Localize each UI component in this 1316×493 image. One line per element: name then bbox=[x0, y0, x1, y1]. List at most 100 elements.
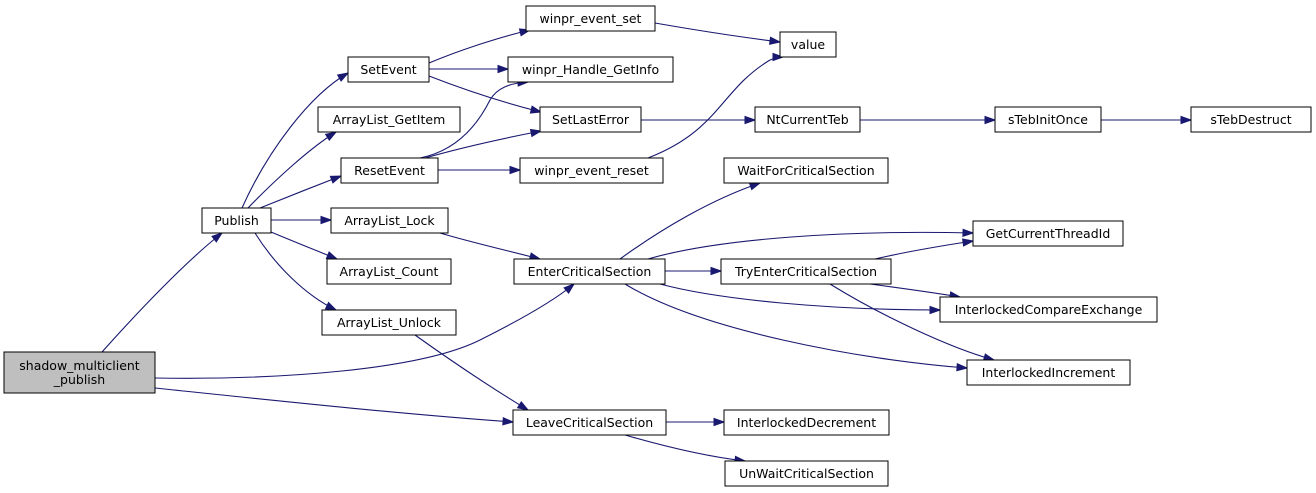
node-box[interactable] bbox=[994, 106, 1102, 133]
node-sTebDestruct[interactable]: sTebDestruct bbox=[1190, 106, 1312, 133]
node-EnterCriticalSection[interactable]: EnterCriticalSection bbox=[513, 258, 666, 285]
arrowhead-icon bbox=[336, 72, 350, 82]
edge-SetEvent-to-winpr_Handle_GetInfo bbox=[429, 64, 510, 74]
node-label: winpr_event_reset bbox=[534, 163, 649, 178]
node-box[interactable] bbox=[340, 157, 439, 184]
edge-Publish-to-ResetEvent bbox=[259, 175, 343, 209]
arrowhead-icon bbox=[1180, 115, 1193, 125]
arrowhead-icon bbox=[516, 400, 530, 411]
edge-line bbox=[624, 434, 746, 462]
node-box[interactable] bbox=[723, 157, 889, 184]
edge-line bbox=[424, 130, 542, 159]
node-box[interactable] bbox=[720, 258, 892, 285]
node-shadow_multiclient_publish[interactable]: shadow_multiclient_publish bbox=[3, 351, 156, 394]
node-ArrayList_GetItem[interactable]: ArrayList_GetItem bbox=[317, 106, 461, 133]
edge-line bbox=[659, 283, 941, 311]
node-box[interactable] bbox=[966, 359, 1131, 386]
node-InterlockedDecrement[interactable]: InterlockedDecrement bbox=[723, 409, 890, 436]
arrowhead-icon bbox=[509, 165, 522, 175]
node-box[interactable] bbox=[512, 409, 667, 436]
node-TryEnterCriticalSection[interactable]: TryEnterCriticalSection bbox=[720, 258, 892, 285]
node-ArrayList_Count[interactable]: ArrayList_Count bbox=[326, 258, 452, 285]
node-box[interactable] bbox=[539, 106, 642, 133]
edge-SetLastError-to-NtCurrentTeb bbox=[641, 115, 757, 125]
arrowhead-icon bbox=[211, 232, 224, 243]
arrowhead-icon bbox=[320, 215, 333, 225]
node-ArrayList_Unlock[interactable]: ArrayList_Unlock bbox=[321, 309, 457, 336]
node-label: _publish bbox=[53, 372, 105, 387]
edge-SetEvent-to-SetLastError bbox=[428, 75, 543, 114]
edge-line bbox=[154, 387, 514, 423]
arrowhead-icon bbox=[563, 283, 576, 294]
node-winpr_event_set[interactable]: winpr_event_set bbox=[525, 5, 656, 32]
node-box[interactable] bbox=[754, 106, 861, 133]
arrowhead-icon bbox=[329, 175, 343, 184]
node-box[interactable] bbox=[3, 351, 156, 394]
node-LeaveCriticalSection[interactable]: LeaveCriticalSection bbox=[512, 409, 667, 436]
node-SetLastError[interactable]: SetLastError bbox=[539, 106, 642, 133]
arrowhead-icon bbox=[710, 266, 723, 276]
node-label: LeaveCriticalSection bbox=[526, 415, 653, 430]
node-label: ArrayList_Count bbox=[340, 264, 439, 279]
node-label: GetCurrentThreadId bbox=[986, 226, 1111, 241]
node-label: WaitForCriticalSection bbox=[737, 163, 874, 178]
edge-winpr_event_set-to-value bbox=[654, 22, 782, 45]
node-box[interactable] bbox=[513, 258, 666, 285]
node-box[interactable] bbox=[347, 56, 430, 83]
node-GetCurrentThreadId[interactable]: GetCurrentThreadId bbox=[972, 220, 1124, 247]
edge-EnterCriticalSection-to-WaitForCriticalSection bbox=[619, 182, 762, 260]
edge-line bbox=[259, 175, 342, 209]
node-box[interactable] bbox=[779, 31, 837, 58]
arrowhead-icon bbox=[529, 128, 543, 138]
node-box[interactable] bbox=[317, 106, 461, 133]
node-ResetEvent[interactable]: ResetEvent bbox=[340, 157, 439, 184]
node-box[interactable] bbox=[1190, 106, 1312, 133]
node-box[interactable] bbox=[507, 56, 674, 83]
node-box[interactable] bbox=[326, 258, 452, 285]
node-box[interactable] bbox=[525, 5, 656, 32]
edge-line bbox=[647, 231, 974, 260]
node-box[interactable] bbox=[519, 157, 664, 184]
node-box[interactable] bbox=[972, 220, 1124, 247]
node-InterlockedIncrement[interactable]: InterlockedIncrement bbox=[966, 359, 1131, 386]
node-WaitForCriticalSection[interactable]: WaitForCriticalSection bbox=[723, 157, 889, 184]
node-label: value bbox=[791, 37, 825, 52]
node-label: winpr_event_set bbox=[540, 11, 642, 26]
arrowhead-icon bbox=[984, 115, 997, 125]
edge-shadow_multiclient_publish-to-Publish bbox=[101, 232, 224, 353]
arrowhead-icon bbox=[713, 417, 726, 427]
node-Publish[interactable]: Publish bbox=[201, 207, 272, 234]
edge-LeaveCriticalSection-to-InterlockedDecrement bbox=[665, 417, 726, 427]
node-label: InterlockedCompareExchange bbox=[955, 302, 1143, 317]
node-UnWaitCriticalSection[interactable]: UnWaitCriticalSection bbox=[724, 460, 889, 487]
node-box[interactable] bbox=[330, 207, 449, 234]
arrowhead-icon bbox=[769, 36, 782, 45]
node-sTebInitOnce[interactable]: sTebInitOnce bbox=[994, 106, 1102, 133]
node-winpr_Handle_GetInfo[interactable]: winpr_Handle_GetInfo bbox=[507, 56, 674, 83]
node-box[interactable] bbox=[939, 296, 1158, 323]
node-label: SetLastError bbox=[552, 112, 630, 127]
node-ArrayList_Lock[interactable]: ArrayList_Lock bbox=[330, 207, 449, 234]
edge-ArrayList_Lock-to-EnterCriticalSection bbox=[439, 232, 542, 261]
node-value[interactable]: value bbox=[779, 31, 837, 58]
edge-Publish-to-ArrayList_Lock bbox=[271, 215, 333, 225]
node-label: UnWaitCriticalSection bbox=[739, 466, 874, 481]
edge-EnterCriticalSection-to-InterlockedCompareExchange bbox=[659, 283, 942, 315]
node-winpr_event_reset[interactable]: winpr_event_reset bbox=[519, 157, 664, 184]
arrowhead-icon bbox=[502, 417, 515, 426]
arrowhead-icon bbox=[748, 182, 762, 191]
node-box[interactable] bbox=[321, 309, 457, 336]
arrowhead-icon bbox=[497, 64, 510, 74]
node-box[interactable] bbox=[723, 409, 890, 436]
node-box[interactable] bbox=[724, 460, 889, 487]
edge-EnterCriticalSection-to-InterlockedIncrement bbox=[624, 283, 969, 372]
node-label: TryEnterCriticalSection bbox=[734, 264, 877, 279]
node-box[interactable] bbox=[201, 207, 272, 234]
node-NtCurrentTeb[interactable]: NtCurrentTeb bbox=[754, 106, 861, 133]
node-SetEvent[interactable]: SetEvent bbox=[347, 56, 430, 83]
edge-TryEnterCriticalSection-to-GetCurrentThreadId bbox=[874, 238, 975, 260]
edge-Publish-to-ArrayList_GetItem bbox=[247, 131, 338, 209]
node-InterlockedCompareExchange[interactable]: InterlockedCompareExchange bbox=[939, 296, 1158, 323]
node-label: ArrayList_GetItem bbox=[333, 112, 446, 127]
edge-shadow_multiclient_publish-to-EnterCriticalSection bbox=[154, 283, 576, 379]
